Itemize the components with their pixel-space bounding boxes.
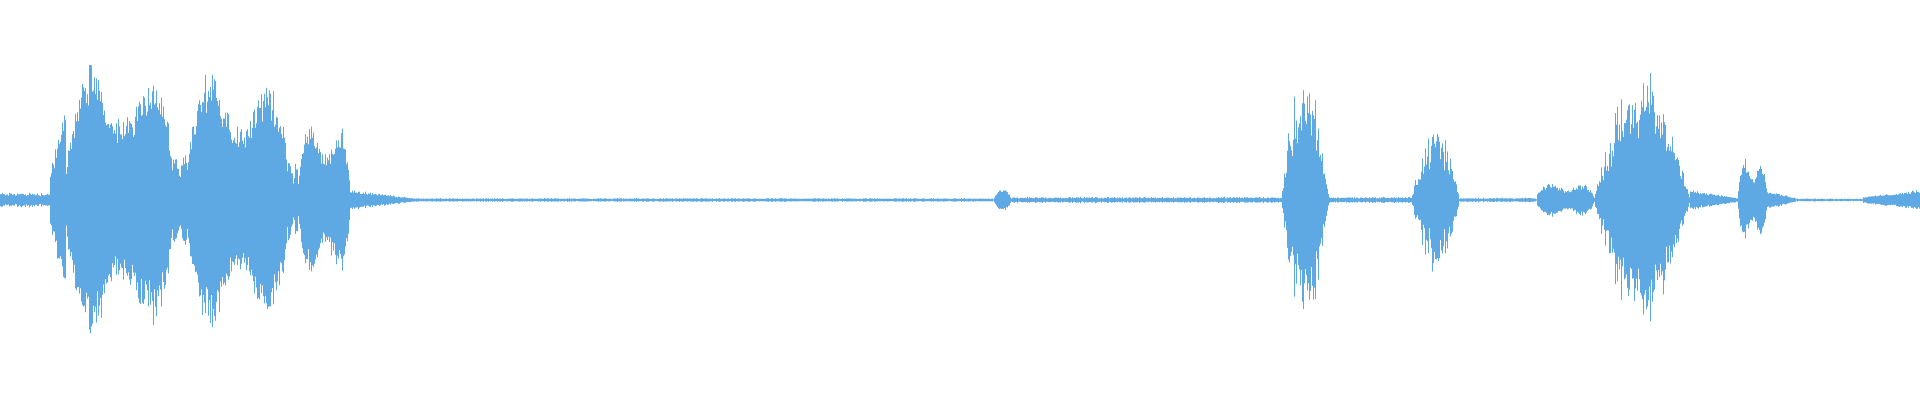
waveform-path [0, 64, 1920, 334]
